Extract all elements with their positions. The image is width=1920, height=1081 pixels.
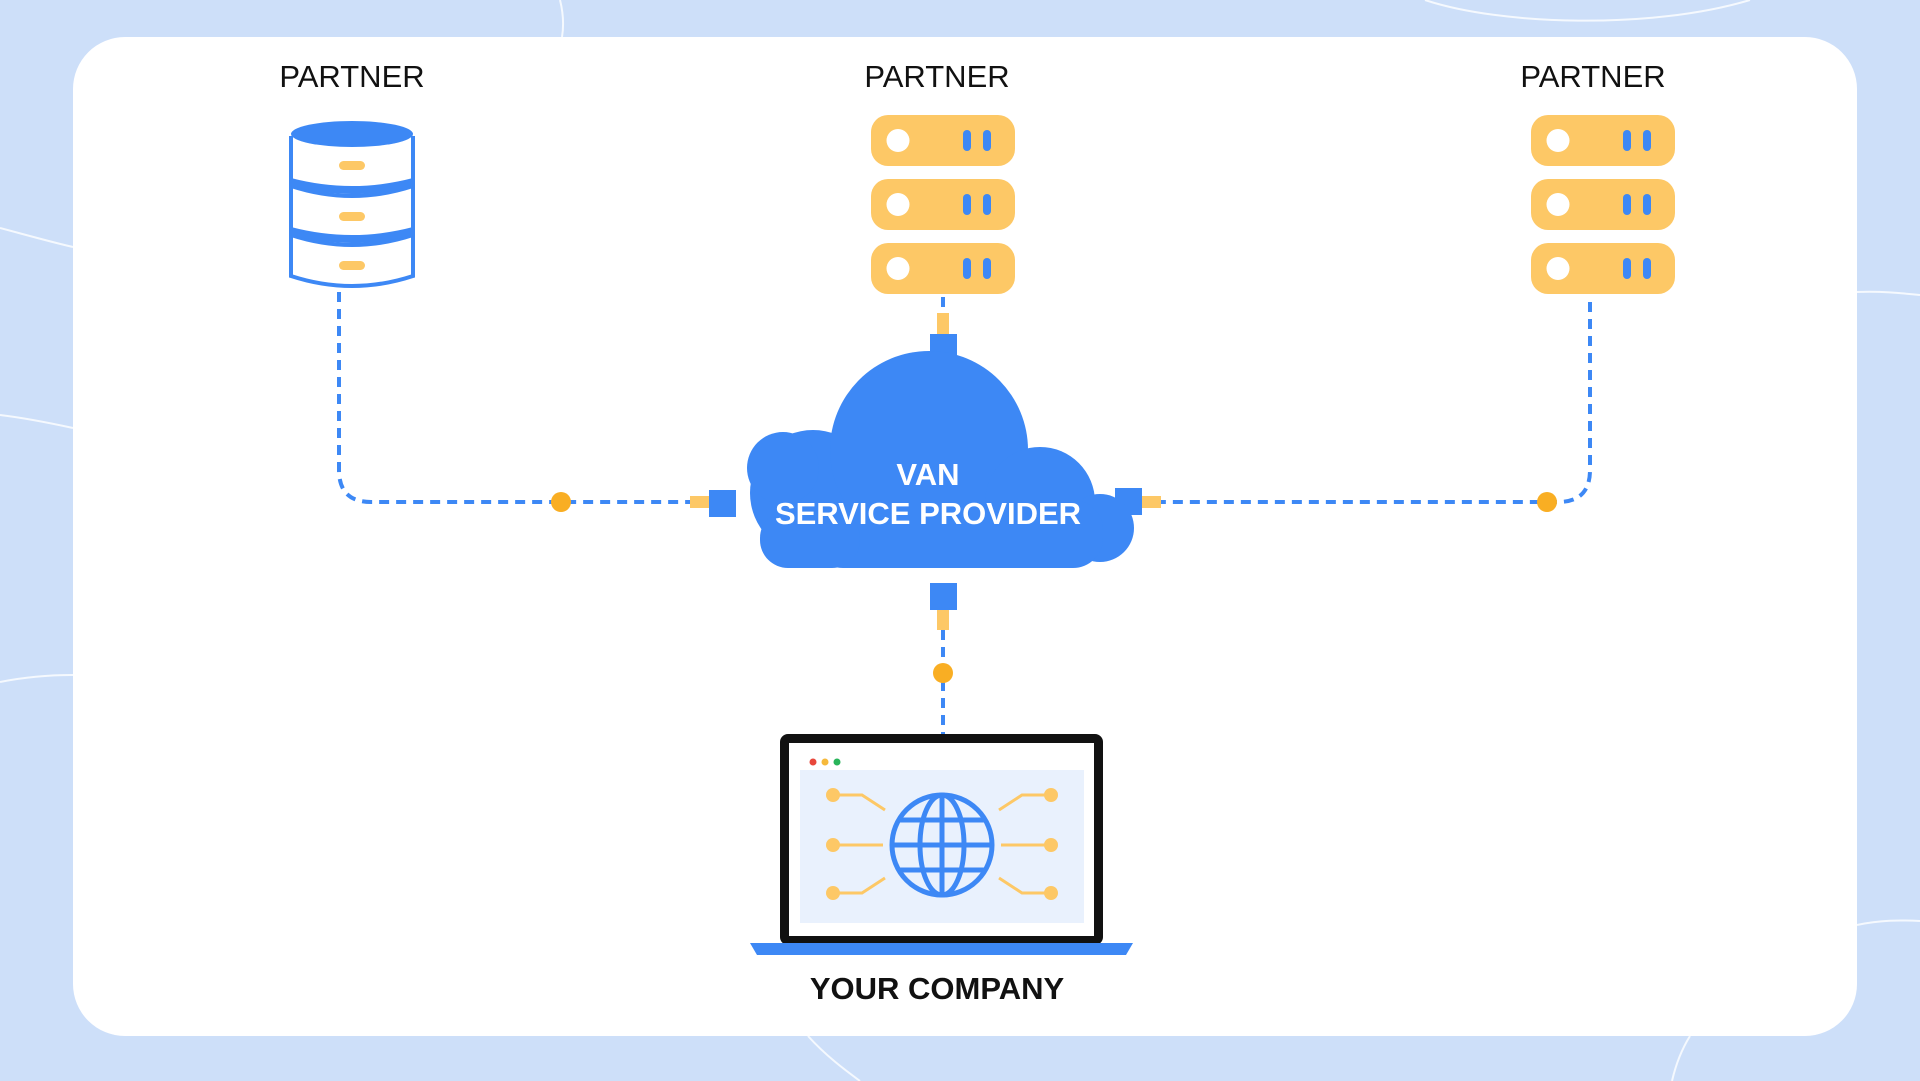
cable-segments — [690, 313, 1161, 630]
hub-subtitle: SERVICE PROVIDER — [775, 496, 1081, 531]
partner-label-right: PARTNER — [1520, 59, 1665, 94]
server-rack-icon — [871, 115, 1015, 294]
database-icon — [289, 121, 415, 288]
plug-bottom — [930, 583, 957, 610]
line-nodes — [551, 492, 1557, 683]
cloud-icon — [747, 351, 1134, 568]
connector-right-partner — [1161, 302, 1592, 504]
window-dot-yellow — [821, 758, 829, 766]
partner-label-left: PARTNER — [279, 59, 424, 94]
window-dot-green — [833, 758, 841, 766]
laptop-globe-icon — [750, 734, 1133, 955]
connector-left-partner — [337, 292, 690, 504]
node-right — [1537, 492, 1557, 512]
partner-label-center: PARTNER — [864, 59, 1009, 94]
plug-left — [709, 490, 736, 517]
window-dot-red — [809, 758, 817, 766]
company-label: YOUR COMPANY — [810, 971, 1065, 1006]
node-left — [551, 492, 571, 512]
node-bottom — [933, 663, 953, 683]
hub-title: VAN — [896, 457, 959, 492]
globe-icon — [889, 792, 995, 898]
server-rack-icon — [1531, 115, 1675, 294]
